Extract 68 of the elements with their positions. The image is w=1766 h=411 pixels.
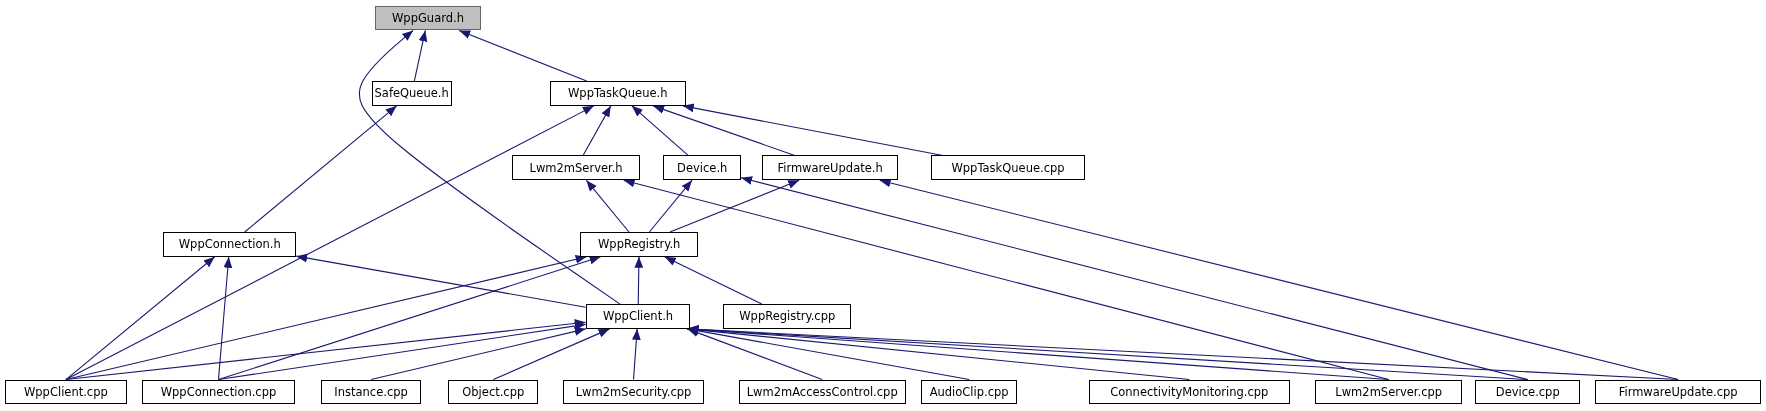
- file-name: ConnectivityMonitoring.cpp: [1110, 384, 1269, 399]
- arrow: [217, 256, 233, 381]
- arrow: [632, 328, 641, 381]
- arrow: [65, 256, 216, 381]
- file-box: [371, 81, 452, 106]
- file-box: [921, 379, 1017, 405]
- file-box: [723, 304, 852, 329]
- file-name: Instance.cpp: [334, 384, 408, 399]
- file-name: WppTaskQueue.h: [568, 86, 668, 101]
- file-name: WppClient.cpp: [23, 384, 108, 399]
- file-name: AudioClip.cpp: [929, 384, 1009, 399]
- file-name: WppRegistry.cpp: [739, 309, 836, 324]
- file-box: [1315, 379, 1462, 405]
- arrow: [669, 179, 800, 233]
- arrow: [413, 29, 428, 82]
- arrow: [634, 256, 644, 305]
- file-name: WppGuard.h: [391, 11, 464, 25]
- arrow: [295, 253, 587, 308]
- file-box: [163, 232, 297, 257]
- arrow: [582, 105, 612, 156]
- file-name: Lwm2mServer.h: [529, 160, 623, 175]
- file-name: FirmwareUpdate.h: [777, 160, 883, 175]
- arrow: [664, 256, 763, 305]
- arrow: [686, 328, 823, 381]
- arrow: [358, 29, 621, 305]
- file-name: WppConnection.h: [178, 237, 281, 252]
- file-box: [738, 379, 906, 405]
- file-name: Device.h: [677, 160, 728, 175]
- file-box: [762, 155, 898, 181]
- file-box: [448, 379, 539, 405]
- file-name: FirmwareUpdate.cpp: [1618, 384, 1738, 399]
- arrow: [879, 178, 1679, 381]
- arrow: [648, 179, 693, 233]
- file-name: Lwm2mServer.cpp: [1335, 384, 1443, 399]
- file-box: [1089, 379, 1290, 405]
- arrow: [217, 321, 587, 381]
- arrow: [631, 105, 689, 156]
- file-name: WppClient.h: [602, 309, 674, 324]
- file-name: WppRegistry.h: [597, 237, 681, 252]
- file-box: [563, 379, 704, 405]
- arrow: [623, 178, 1390, 381]
- arrow: [740, 176, 1529, 381]
- file-name: Lwm2mSecurity.cpp: [575, 384, 692, 399]
- file-name: WppTaskQueue.cpp: [951, 160, 1065, 175]
- file-name: Lwm2mAccessControl.cpp: [746, 384, 898, 399]
- arrow: [585, 179, 630, 233]
- arrow: [217, 255, 602, 381]
- file-box: [549, 81, 686, 106]
- file-box: [1475, 379, 1581, 405]
- arrow: [370, 327, 587, 381]
- file-box: [580, 232, 699, 257]
- file-name: SafeQueue.h: [374, 86, 449, 101]
- arrow: [492, 328, 611, 381]
- file-box: [4, 379, 128, 405]
- file-box: [663, 155, 742, 181]
- file-box: [375, 5, 481, 31]
- arrow: [458, 29, 588, 82]
- file-name: Object.cpp: [462, 384, 525, 399]
- arrow: [65, 255, 588, 381]
- file-box: [585, 304, 691, 329]
- file-name: WppConnection.cpp: [160, 384, 277, 399]
- file-box: [141, 379, 296, 405]
- arrow: [244, 105, 398, 233]
- file-box: [1594, 379, 1762, 405]
- file-box: [512, 155, 640, 181]
- file-box: [931, 155, 1085, 181]
- file-box: [321, 379, 422, 405]
- file-name: Device.cpp: [1495, 384, 1560, 399]
